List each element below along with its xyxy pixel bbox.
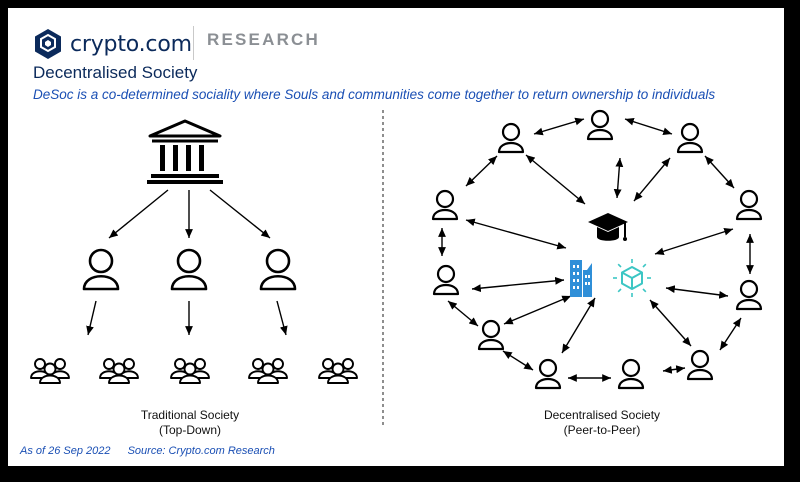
authority-person-icon: [259, 248, 297, 291]
footer-date: As of 26 Sep 2022: [20, 445, 111, 457]
peer-person-icon: [477, 319, 505, 351]
community-group-icon: [318, 358, 358, 384]
section-label: RESEARCH: [207, 30, 321, 49]
peer-to-peer-arrows: [438, 117, 754, 382]
footer: As of 26 Sep 2022 Source: Crypto.com Res…: [20, 445, 289, 457]
peer-person-icon: [676, 122, 704, 154]
top-down-arrows: [86, 189, 288, 336]
crypto-com-logo: crypto.com: [34, 24, 192, 64]
page-subtitle: DeSoc is a co-determined sociality where…: [33, 87, 716, 102]
peer-person-icon: [735, 279, 763, 311]
peer-person-icon: [534, 358, 562, 390]
society-diagram: [30, 109, 763, 428]
caption-title: Traditional Society: [140, 408, 240, 422]
authority-person-icon: [170, 248, 208, 291]
header-divider: [193, 26, 194, 60]
peer-person-icon: [431, 189, 459, 221]
peer-person-icon: [686, 349, 714, 381]
caption-subtitle: (Peer-to-Peer): [563, 423, 641, 437]
crypto-com-shield-icon: [35, 29, 61, 59]
peer-person-icon: [735, 189, 763, 221]
community-group-icon: [30, 358, 70, 384]
footer-source: Source: Crypto.com Research: [127, 445, 275, 457]
peer-person-icon: [586, 109, 614, 141]
decentralised-society-caption: Decentralised Society (Peer-to-Peer): [504, 408, 700, 438]
page-title: Decentralised Society: [33, 63, 198, 82]
caption-title: Decentralised Society: [543, 408, 661, 422]
brand-name: crypto.com: [70, 31, 192, 57]
office-buildings-icon: [570, 260, 592, 297]
peer-person-icon: [617, 358, 645, 390]
authority-person-icon: [82, 248, 120, 291]
peer-person-icon: [497, 122, 525, 154]
traditional-society-caption: Traditional Society (Top-Down): [104, 408, 276, 438]
peer-person-icon: [432, 264, 460, 296]
community-group-icon: [248, 358, 288, 384]
community-group-icon: [99, 358, 139, 384]
infographic-card: crypto.com RESEARCH Decentralised Societ…: [8, 8, 784, 466]
graduation-cap-icon: [588, 213, 628, 241]
government-building-icon: [147, 119, 223, 184]
caption-subtitle: (Top-Down): [158, 423, 221, 437]
blockchain-cube-icon: [610, 256, 654, 300]
community-group-icon: [170, 358, 210, 384]
